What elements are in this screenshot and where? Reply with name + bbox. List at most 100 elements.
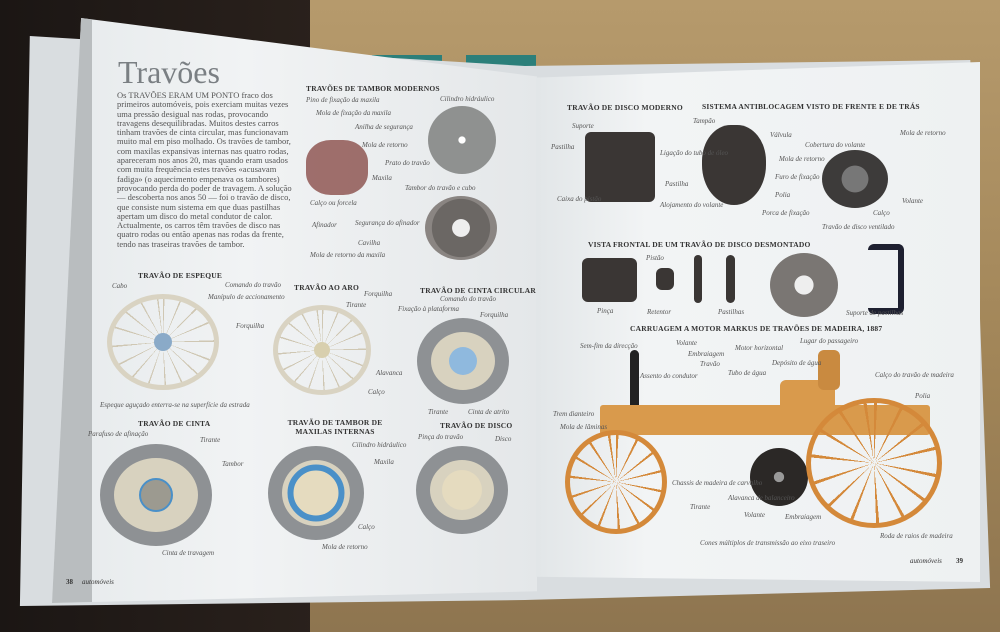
- label: Ligação do tubo de óleo: [660, 149, 729, 157]
- abs-front-photo: [702, 125, 766, 205]
- seat-back: [818, 350, 840, 390]
- label: Retentor: [647, 308, 672, 316]
- label: Válvula: [770, 131, 792, 139]
- label: Mola de retorno: [362, 141, 408, 149]
- section-title: VISTA FRONTAL DE UM TRAVÃO DE DISCO DESM…: [588, 240, 811, 249]
- label: Travão de disco ventilado: [822, 223, 895, 231]
- label: Mola de fixação da maxila: [316, 109, 392, 117]
- label: Pastilha: [551, 143, 575, 151]
- brake-drum: [425, 196, 497, 260]
- rear-wheel: [806, 398, 942, 528]
- page-number: 39: [956, 557, 963, 565]
- pad-part: [726, 255, 735, 303]
- section-title: SISTEMA ANTIBLOCAGEM VISTO DE FRENTE E D…: [702, 102, 920, 111]
- label: Anilha de segurança: [355, 123, 413, 131]
- flywheel: [750, 448, 808, 506]
- label: Tambor: [222, 460, 244, 468]
- label: Cobertura do volante: [805, 141, 866, 149]
- label: Pino de fixação da maxila: [306, 96, 380, 104]
- label: Motor horizontal: [735, 344, 784, 352]
- label: Cilindro hidráulico: [352, 441, 407, 449]
- label: Mola de lâminas: [560, 423, 608, 431]
- label: Tirante: [690, 503, 711, 511]
- label: Cinta de atrito: [468, 408, 510, 416]
- label: Calço: [368, 388, 385, 396]
- label: Segurança do afinador: [355, 219, 420, 227]
- disc-wheel: [416, 446, 508, 534]
- label: Alavanca: [376, 369, 403, 377]
- pad-part: [694, 255, 702, 303]
- label: Fixação à plataforma: [398, 305, 460, 313]
- section-title: TRAVÃO DE DISCO MODERNO: [567, 103, 683, 112]
- brake-shoes: [306, 140, 368, 195]
- label: Mola de retorno da maxila: [310, 251, 386, 259]
- section-title: TRAVÃO DE CINTA: [138, 419, 211, 428]
- label: Volante: [744, 511, 765, 519]
- label: Cones múltiplos de transmissão ao eixo t…: [700, 539, 836, 547]
- label: Depósito de água: [772, 359, 822, 367]
- label: Tirante: [428, 408, 449, 416]
- label: Mola de retorno: [322, 543, 368, 551]
- label: Prato do travão: [385, 159, 430, 167]
- label: Suporte: [572, 122, 594, 130]
- label: Afinador: [312, 221, 337, 229]
- label: Alojamento do volante: [660, 201, 724, 209]
- section-title: TRAVÕES DE TAMBOR MODERNOS: [306, 84, 440, 93]
- tyre-wheel: [100, 444, 212, 546]
- label: Pastilha: [665, 180, 689, 188]
- label: Volante: [902, 197, 923, 205]
- label: Calço ou forcela: [310, 199, 357, 207]
- label: Espeque aguçado enterra-se na superfície…: [100, 401, 250, 409]
- page-number: 38: [66, 578, 73, 586]
- label: Calço: [358, 523, 375, 531]
- label: Sem-fim da direcção: [580, 342, 638, 350]
- section-title: TRAVÃO DE CINTA CIRCULAR: [420, 286, 536, 295]
- caliper-photo: [585, 132, 655, 202]
- page-title: Travões: [118, 54, 220, 90]
- label: Lugar do passageiro: [800, 337, 859, 345]
- label: Polia: [915, 392, 931, 400]
- label: Trem dianteiro: [553, 410, 595, 418]
- tyre-wheel: [417, 318, 509, 404]
- section-title: TRAVÃO AO ARO: [294, 283, 359, 292]
- section-title: TRAVÃO DE ESPEQUE: [138, 271, 223, 280]
- intro-text: Os TRAVÕES ERAM UM PONTO fraco dos prime…: [117, 90, 292, 249]
- label: Chassis de madeira de carvalho: [672, 479, 763, 487]
- label: Tubo de água: [728, 369, 767, 377]
- label: Suporte de pastilhas: [846, 309, 904, 317]
- spoke-wheel: [107, 294, 219, 390]
- label: Cilindro hidráulico: [440, 95, 495, 103]
- footer: automóveis: [82, 578, 114, 586]
- label: Pastilhas: [718, 308, 745, 316]
- section-title: CARRUAGEM A MOTOR MARKUS DE TRAVÕES DE M…: [630, 324, 883, 333]
- disc-part: [770, 253, 838, 317]
- label: Calço do travão de madeira: [875, 371, 954, 379]
- label: Alavanca de balanceiro: [728, 494, 795, 502]
- label: Volante: [676, 339, 697, 347]
- backing-plate: [428, 106, 496, 174]
- label: Caixa do pistão: [557, 195, 602, 203]
- label: Cabo: [112, 282, 128, 290]
- footer: automóveis: [910, 557, 942, 565]
- label: Pinça: [597, 307, 614, 315]
- label: Embraiagem: [785, 513, 822, 521]
- drum-wheel: [268, 446, 364, 540]
- steering-column: [630, 350, 639, 420]
- label: Tirante: [200, 436, 221, 444]
- label: Forquilha: [480, 311, 509, 319]
- label: Embraiagem: [688, 350, 725, 358]
- label: Forquilha: [236, 322, 265, 330]
- label: Assento do condutor: [640, 372, 698, 380]
- section-title: TRAVÃO DE TAMBOR DE MAXILAS INTERNAS: [287, 418, 383, 436]
- label: Mola de retorno: [779, 155, 825, 163]
- label: Cavilha: [358, 239, 381, 247]
- label: Roda de raios de madeira: [880, 532, 953, 540]
- abs-rear-photo: [822, 150, 888, 208]
- label: Tirante: [346, 301, 367, 309]
- label: Forquilha: [364, 290, 393, 298]
- label: Furo de fixação: [775, 173, 820, 181]
- label: Mola de retorno: [900, 129, 946, 137]
- label: Manípulo de accionamento: [208, 293, 285, 301]
- front-wheel: [565, 430, 667, 534]
- spoke-wheel: [273, 305, 371, 395]
